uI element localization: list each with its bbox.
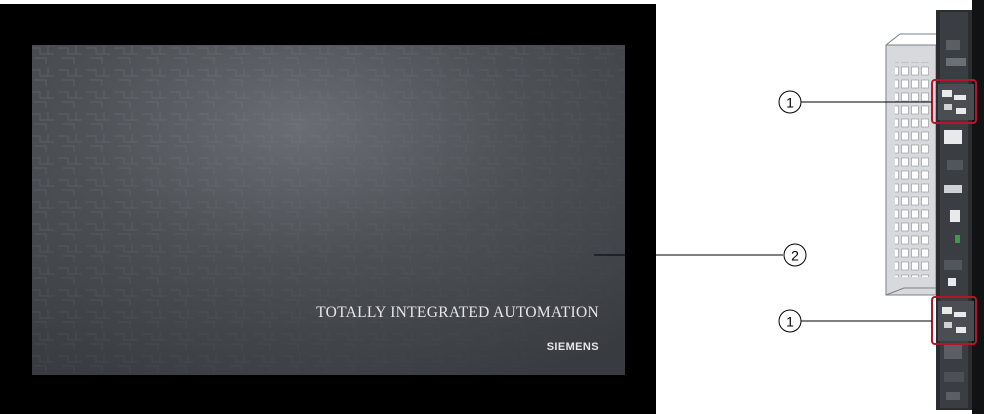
tia-headline: TOTALLY INTEGRATED AUTOMATION [316, 304, 599, 321]
callout-2-number: 2 [791, 248, 799, 264]
front-edge [972, 0, 984, 414]
lower-connector [938, 301, 974, 341]
bracket-vents [895, 62, 930, 277]
side-view [885, 0, 984, 414]
callout-1-upper-number: 1 [786, 95, 794, 111]
screen-maze-graphic [32, 45, 625, 375]
callout-2-circle [783, 243, 807, 267]
siemens-logo: SIEMENS [547, 341, 599, 353]
callout-1-lower-number: 1 [786, 314, 794, 330]
upper-connector [938, 84, 974, 120]
callout-1-upper-circle [778, 90, 802, 114]
callout-1-lower-circle [778, 309, 802, 333]
